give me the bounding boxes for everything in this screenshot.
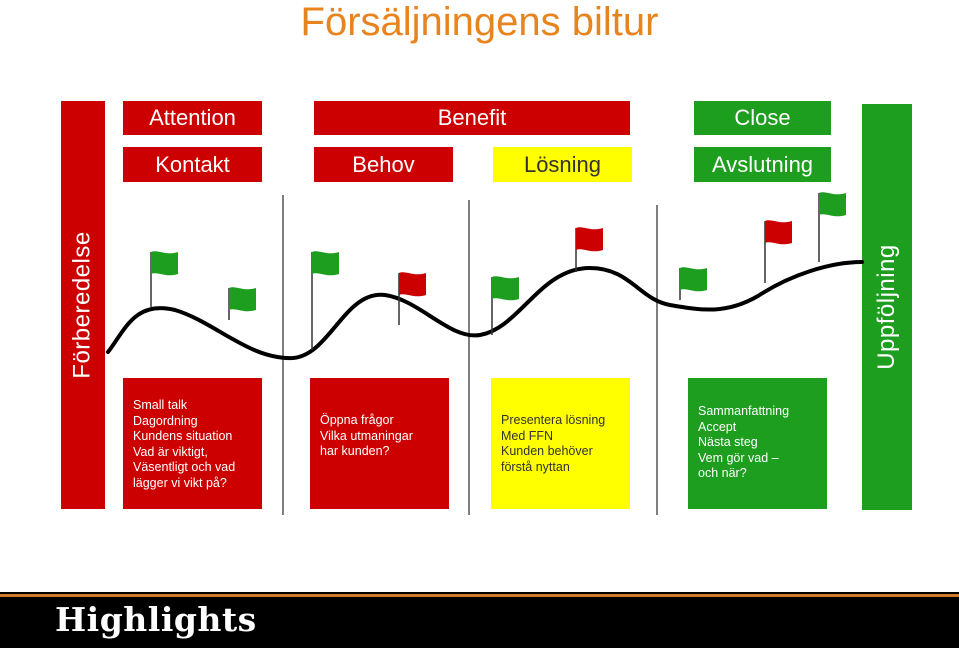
note-line: Vem gör vad – bbox=[698, 450, 779, 465]
close-label: Close bbox=[734, 105, 791, 130]
note-losning: Presentera lösning Med FFN Kunden behöve… bbox=[491, 378, 630, 509]
flag-cloth bbox=[229, 287, 256, 312]
note-line: Accept bbox=[698, 419, 737, 434]
flag-cloth bbox=[576, 227, 603, 252]
attention-box: Attention bbox=[123, 101, 262, 135]
green-flag-icon bbox=[228, 287, 256, 320]
flag-cloth bbox=[151, 251, 178, 276]
flag-cloth bbox=[312, 251, 339, 276]
green-flag-icon bbox=[679, 267, 707, 300]
note-line: Small talk bbox=[133, 398, 188, 412]
note-line: Kundens situation bbox=[133, 429, 233, 443]
flag-cloth bbox=[680, 267, 707, 292]
note-line: och när? bbox=[698, 466, 747, 480]
side-bar-uppfoljning: Uppföljning bbox=[862, 104, 912, 510]
green-flag-icon bbox=[150, 251, 178, 307]
green-flag-icon bbox=[491, 276, 519, 335]
note-line: har kunden? bbox=[320, 444, 390, 458]
benefit-box: Benefit bbox=[314, 101, 630, 135]
green-flag-icon bbox=[311, 251, 339, 350]
phase-losning: Lösning bbox=[493, 147, 632, 182]
note-line: Sammanfattning bbox=[698, 404, 790, 418]
phase-avslutning-label: Avslutning bbox=[711, 151, 814, 177]
close-box: Close bbox=[694, 101, 831, 135]
note-behov: Öppna frågor Vilka utmaningar har kunden… bbox=[310, 378, 449, 509]
red-flag-icon bbox=[398, 272, 426, 325]
phase-avslutning: Avslutning bbox=[694, 147, 831, 182]
phase-kontakt: Kontakt bbox=[123, 147, 262, 182]
flag-cloth bbox=[399, 272, 426, 297]
phase-losning-label: Lösning bbox=[523, 151, 602, 177]
side-bar-forberedelse: Förberedelse bbox=[61, 101, 105, 509]
note-line: förstå nyttan bbox=[501, 459, 570, 474]
note-line: Öppna frågor bbox=[320, 413, 394, 427]
note-line: Vilka utmaningar bbox=[320, 428, 413, 443]
note-line: Dagordning bbox=[133, 413, 198, 428]
benefit-label: Benefit bbox=[437, 105, 507, 130]
red-flag-icon bbox=[764, 220, 792, 283]
flag-cloth bbox=[819, 192, 846, 217]
note-line: Vad är viktigt, bbox=[133, 444, 208, 459]
note-avslutning: Sammanfattning Accept Nästa steg Vem gör… bbox=[688, 378, 827, 509]
page-title: Försäljningens biltur bbox=[300, 0, 659, 44]
footer-accent-line bbox=[0, 594, 959, 597]
note-line: lägger vi vikt på? bbox=[133, 475, 227, 490]
note-line: Nästa steg bbox=[698, 435, 758, 449]
phase-behov-label: Behov bbox=[352, 151, 415, 177]
note-line: Med FFN bbox=[501, 428, 554, 443]
red-flag-icon bbox=[575, 227, 603, 272]
road-path bbox=[106, 260, 864, 361]
note-line: Kunden behöver bbox=[501, 444, 593, 458]
phase-kontakt-label: Kontakt bbox=[155, 151, 230, 177]
footer-bar bbox=[0, 592, 959, 648]
flag-cloth bbox=[492, 276, 519, 301]
flag-cloth bbox=[765, 220, 792, 245]
green-flag-icon bbox=[818, 192, 846, 262]
phase-behov: Behov bbox=[314, 147, 453, 182]
note-kontakt: Small talk Dagordning Kundens situation … bbox=[123, 378, 262, 509]
attention-label: Attention bbox=[149, 105, 236, 130]
footer-brand-logo: Highlights bbox=[55, 600, 257, 639]
note-line: Presentera lösning bbox=[501, 413, 606, 427]
note-line: Väsentligt och vad bbox=[133, 460, 236, 474]
